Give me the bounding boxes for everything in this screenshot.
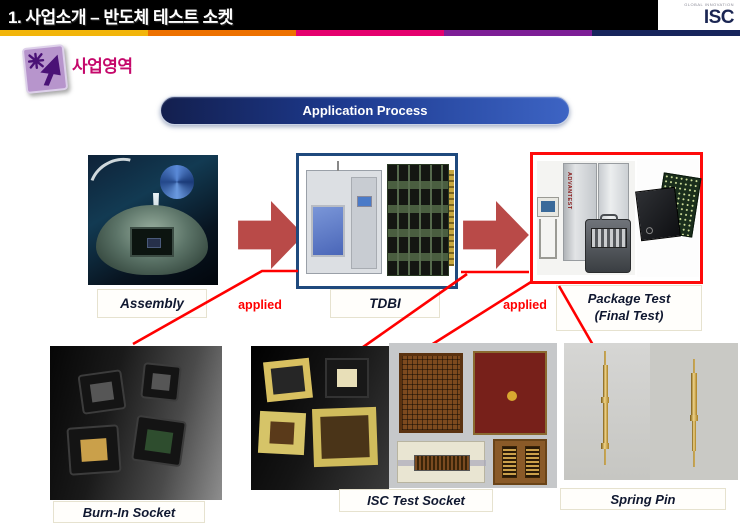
banner-label: Application Process xyxy=(302,103,428,118)
spring-pin-label-text: Spring Pin xyxy=(610,491,676,507)
oven-antenna xyxy=(337,161,339,171)
stripe-gold xyxy=(0,30,148,36)
isc-test-socket-label-text: ISC Test Socket xyxy=(367,493,465,508)
grid-pcb-board xyxy=(399,353,463,433)
application-process-banner: Application Process xyxy=(160,96,570,125)
board-connector xyxy=(414,455,470,471)
stripe-purple xyxy=(444,30,592,36)
burn-in-board-photo xyxy=(387,164,449,276)
test-sockets-photo xyxy=(251,346,389,490)
pcb-boards-photo xyxy=(389,343,557,488)
burn-in-oven-photo xyxy=(306,161,382,274)
wire-bonder-photo xyxy=(88,155,218,285)
handler-grid xyxy=(591,228,627,248)
gold-spring-pin-photo xyxy=(650,343,738,480)
test-handler xyxy=(585,214,631,273)
package-test-label-line1: Package Test xyxy=(587,291,671,307)
maroon-pcb-board xyxy=(473,351,547,435)
title-bar: 1. 사업소개 – 반도체 테스트 소켓 xyxy=(0,0,658,30)
applied-text: applied xyxy=(503,298,547,312)
gold-spring-pin-photo xyxy=(564,343,650,480)
tdbi-label-text: TDBI xyxy=(369,296,401,311)
connector-board xyxy=(397,441,486,483)
spool-disc xyxy=(160,165,194,199)
package-test-highlight-box: ADVANTEST xyxy=(530,152,703,284)
logo-text: ISC xyxy=(703,7,735,28)
brand-color-stripe xyxy=(0,30,740,36)
isc-logo: GLOBAL INNOVATION ISC xyxy=(658,0,740,30)
bond-fixture xyxy=(96,205,208,275)
package-test-label-line2: (Final Test) xyxy=(594,308,664,323)
package-test-label: Package Test (Final Test) xyxy=(556,285,702,331)
slot-pcb-board xyxy=(493,439,547,485)
burn-in-socket-label: Burn-In Socket xyxy=(53,501,205,523)
advantest-tester-photo: ADVANTEST xyxy=(537,161,635,275)
spring-pin-label: Spring Pin xyxy=(560,488,726,510)
monitor-cart xyxy=(539,219,557,259)
oven-window xyxy=(311,205,345,257)
sparkle-arrow-icon xyxy=(21,43,69,95)
tester-brand-label: ADVANTEST xyxy=(566,172,572,210)
applied-text: applied xyxy=(238,298,282,312)
packaged-chip xyxy=(635,186,681,242)
burn-in-socket-item xyxy=(131,414,187,468)
burn-in-socket-item xyxy=(66,424,122,476)
oven-screen xyxy=(357,196,372,207)
assembly-label-text: Assembly xyxy=(120,296,184,311)
stripe-orange xyxy=(148,30,296,36)
isc-test-socket-label: ISC Test Socket xyxy=(339,489,493,512)
spring-pin-item xyxy=(601,351,609,465)
tdbi-highlight-box xyxy=(296,153,458,289)
bga-chips-photo xyxy=(635,159,702,277)
board-edge-connector xyxy=(449,170,454,266)
process-arrow-right-icon xyxy=(238,201,304,269)
tdbi-label: TDBI xyxy=(330,289,440,318)
burn-in-socket-item xyxy=(140,362,182,402)
oven-control-panel xyxy=(351,177,377,269)
stripe-navy xyxy=(592,30,740,36)
fixture-cavity xyxy=(130,227,174,257)
yellow-socket-frame xyxy=(312,406,378,468)
yellow-socket xyxy=(257,410,307,456)
spring-pin-item xyxy=(690,359,698,467)
burn-in-socket-label-text: Burn-In Socket xyxy=(82,504,176,520)
chip-logo-mark xyxy=(645,226,654,235)
process-arrow-right-icon xyxy=(463,201,529,269)
assembly-label: Assembly xyxy=(97,289,207,318)
yellow-socket-frame xyxy=(263,357,313,403)
tester-monitor xyxy=(537,197,559,217)
burn-in-socket-item xyxy=(77,369,127,415)
handler-handle xyxy=(600,214,618,220)
burn-in-sockets-photo xyxy=(50,346,222,500)
section-title: 사업영역 xyxy=(72,57,133,76)
stripe-pink xyxy=(296,30,444,36)
slide-title: 1. 사업소개 – 반도체 테스트 소켓 xyxy=(8,7,233,27)
die-chip xyxy=(147,238,161,248)
monitor-screen xyxy=(541,201,555,212)
logo-tagline: GLOBAL INNOVATION xyxy=(684,2,734,7)
black-socket xyxy=(325,358,369,398)
